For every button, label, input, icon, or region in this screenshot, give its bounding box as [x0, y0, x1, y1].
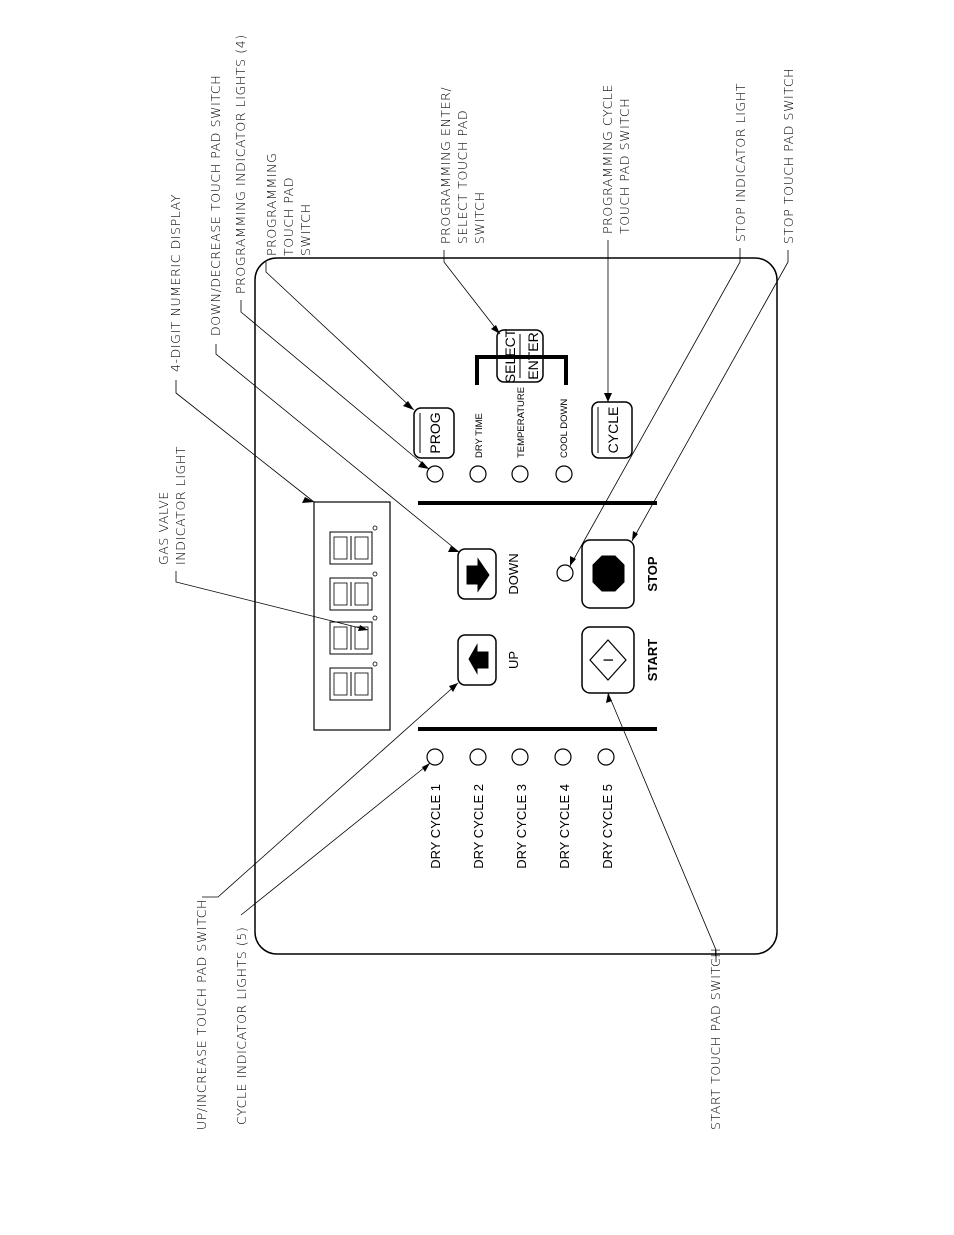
- temperature-label: TEMPERATURE: [516, 387, 527, 458]
- callout-up-increase: UP/INCREASE TOUCH PAD SWITCH: [194, 899, 209, 1130]
- leader-four-digit: [175, 380, 315, 503]
- callout-gas-valve-1: GAS VALVE: [156, 491, 171, 565]
- dry-cycle-5-label: DRY CYCLE 5: [600, 784, 615, 869]
- callout-start-switch: START TOUCH PAD SWITCH: [708, 948, 723, 1130]
- cycle-indicator-light-1: [426, 748, 444, 766]
- callout-enter-select-3: SWITCH: [472, 191, 487, 244]
- stop-octagon-icon: [592, 555, 625, 592]
- down-label: DOWN: [506, 553, 521, 594]
- prog-button[interactable]: PROG: [413, 407, 455, 459]
- cycle-button-label: CYCLE: [605, 407, 621, 454]
- programming-indicator-light-2: [469, 465, 487, 483]
- callout-prog-switch-3: SWITCH: [298, 203, 313, 256]
- leader-arrowheads: [302, 325, 638, 772]
- dry-cycle-3-label: DRY CYCLE 3: [514, 784, 529, 869]
- callout-gas-valve-2: INDICATOR LIGHT: [173, 446, 188, 565]
- display-digit-4: [329, 525, 378, 565]
- select-enter-bracket: [475, 355, 568, 385]
- stop-indicator-light: [556, 564, 574, 582]
- dry-time-label: DRY TIME: [474, 413, 485, 458]
- callout-stop-switch: STOP TOUCH PAD SWITCH: [781, 68, 796, 244]
- callout-stop-light: STOP INDICATOR LIGHT: [733, 83, 748, 242]
- callout-prog-switch-1: PROGRAMMING: [264, 153, 279, 256]
- control-panel-outline: [254, 257, 778, 955]
- leader-down-decrease: [215, 344, 460, 553]
- display-digit-1: [329, 661, 378, 701]
- dry-cycle-2-label: DRY CYCLE 2: [471, 784, 486, 869]
- cycle-indicator-light-3: [511, 748, 529, 766]
- programming-indicator-light-4: [555, 465, 573, 483]
- leader-up-increase: [202, 682, 459, 898]
- callout-prog-cycle-2: TOUCH PAD SWITCH: [617, 98, 632, 234]
- leader-start-switch: [607, 692, 717, 962]
- down-button[interactable]: [457, 548, 497, 600]
- callout-enter-select-1: PROGRAMMING ENTER/: [438, 87, 453, 244]
- dry-cycle-1-label: DRY CYCLE 1: [428, 784, 443, 869]
- leader-prog-switch: [265, 262, 415, 411]
- cycle-indicator-light-4: [554, 748, 572, 766]
- leader-gas-valve: [175, 571, 369, 631]
- stop-button[interactable]: [581, 539, 635, 609]
- up-button[interactable]: [457, 634, 497, 686]
- programming-indicator-light-1: [426, 465, 444, 483]
- leader-enter-select: [443, 250, 501, 335]
- leader-lines: [175, 240, 789, 962]
- leader-stop-switch: [631, 250, 789, 542]
- up-arrow-icon: [468, 643, 489, 675]
- cool-down-label: COOL DOWN: [559, 399, 570, 458]
- start-symbol: I: [600, 658, 616, 662]
- stop-label: STOP: [645, 556, 660, 591]
- display-digit-2: [329, 615, 378, 655]
- down-arrow-icon: [466, 557, 490, 593]
- cycle-button[interactable]: CYCLE: [591, 401, 633, 459]
- leader-prog-lights: [240, 300, 430, 470]
- up-label: UP: [506, 651, 521, 669]
- dry-cycle-4-label: DRY CYCLE 4: [557, 784, 572, 869]
- leader-stop-indicator: [569, 248, 741, 567]
- cycle-indicator-light-5: [597, 748, 615, 766]
- display-digit-3: [329, 571, 378, 611]
- callout-cycle-lights: CYCLE INDICATOR LIGHTS (5): [234, 927, 249, 1125]
- start-label: START: [645, 639, 660, 681]
- callout-down-decrease: DOWN/DECREASE TOUCH PAD SWITCH: [208, 75, 223, 336]
- start-button[interactable]: I: [581, 626, 635, 694]
- prog-button-label: PROG: [427, 412, 443, 453]
- callout-prog-lights: PROGRAMMING INDICATOR LIGHTS (4): [233, 34, 248, 294]
- callout-enter-select-2: SELECT TOUCH PAD: [455, 110, 470, 244]
- start-diamond-icon: [589, 639, 627, 681]
- leader-cycle-lights: [240, 762, 431, 916]
- programming-indicator-light-3: [511, 465, 529, 483]
- callout-prog-switch-2: TOUCH PAD: [281, 177, 296, 256]
- cycle-indicator-light-2: [469, 748, 487, 766]
- four-digit-numeric-display: [313, 501, 391, 731]
- callout-four-digit: 4-DIGIT NUMERIC DISPLAY: [168, 194, 183, 372]
- callout-prog-cycle-1: PROGRAMMING CYCLE: [600, 84, 615, 234]
